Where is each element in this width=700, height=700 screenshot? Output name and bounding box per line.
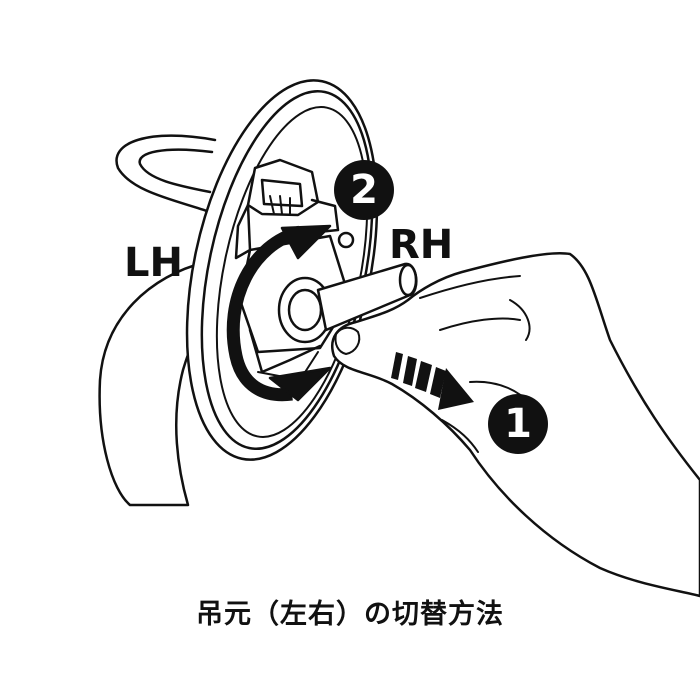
hand-finger-lines xyxy=(419,275,531,453)
thumb-nail xyxy=(334,326,361,355)
axle-rod-end xyxy=(398,263,418,297)
top-clip xyxy=(234,158,340,260)
rotation-arrow-head-top xyxy=(280,224,332,260)
pull-arrow xyxy=(391,352,474,410)
hanging-loop-inner xyxy=(138,148,214,194)
rotation-arrow xyxy=(226,225,302,402)
left-hand-label: LH xyxy=(124,240,183,286)
diagram-caption: 吊元（左右）の切替方法 xyxy=(196,599,504,630)
hanging-loop xyxy=(98,134,217,507)
step-two-badge: 2 xyxy=(334,160,394,220)
rotation-arrow-head-bottom xyxy=(268,366,332,402)
step-one-badge: 1 xyxy=(488,394,548,454)
right-hand-label: RH xyxy=(389,222,454,268)
